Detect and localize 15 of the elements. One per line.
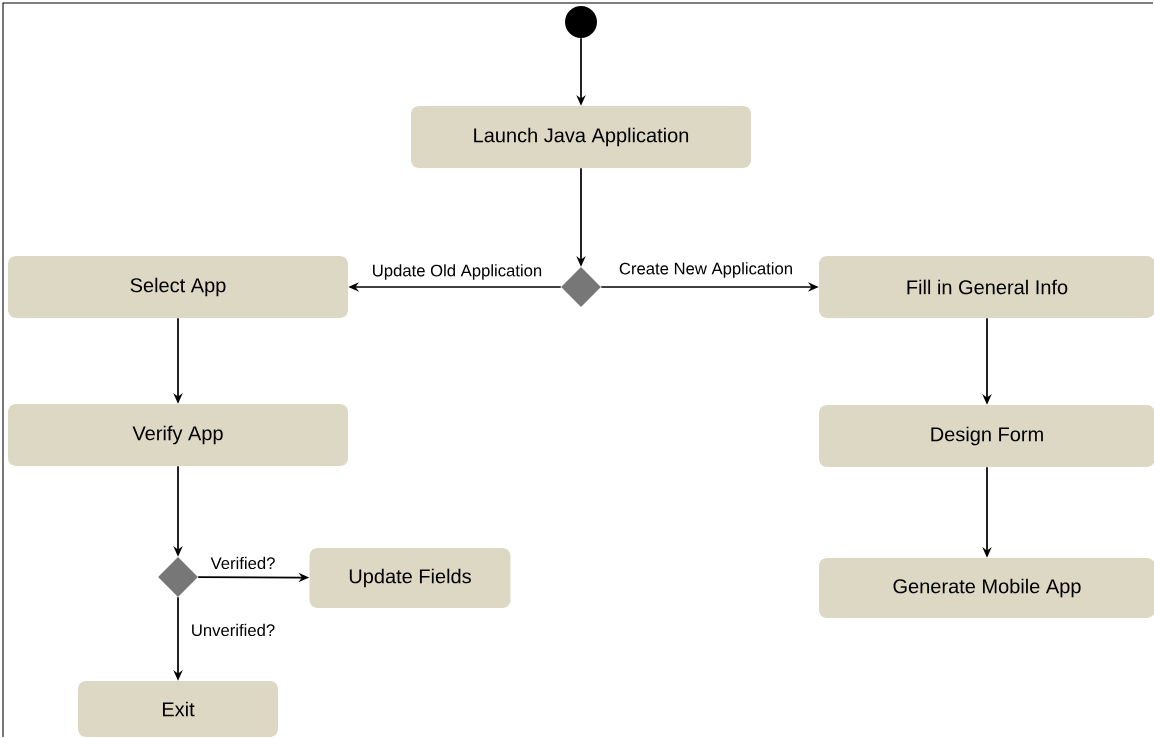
activity-box: Exit xyxy=(78,681,278,737)
activity-box: Fill in General Info xyxy=(819,256,1154,318)
activity-box: Select App xyxy=(8,256,348,318)
activity-box: Launch Java Application xyxy=(411,106,751,168)
edge-label: Verified? xyxy=(210,556,275,570)
activity-box: Design Form xyxy=(819,405,1154,467)
edge-label: Unverified? xyxy=(192,623,275,637)
start-node xyxy=(565,6,597,38)
decision-diamond xyxy=(158,557,198,597)
decision-diamond xyxy=(561,267,601,307)
edge-label: Create New Application xyxy=(619,262,792,278)
edge-label: Update Old Application xyxy=(373,264,542,280)
activity-box: Verify App xyxy=(8,404,348,466)
activity-box: Update Fields xyxy=(309,548,511,608)
activity-box: Generate Mobile App xyxy=(819,558,1154,618)
